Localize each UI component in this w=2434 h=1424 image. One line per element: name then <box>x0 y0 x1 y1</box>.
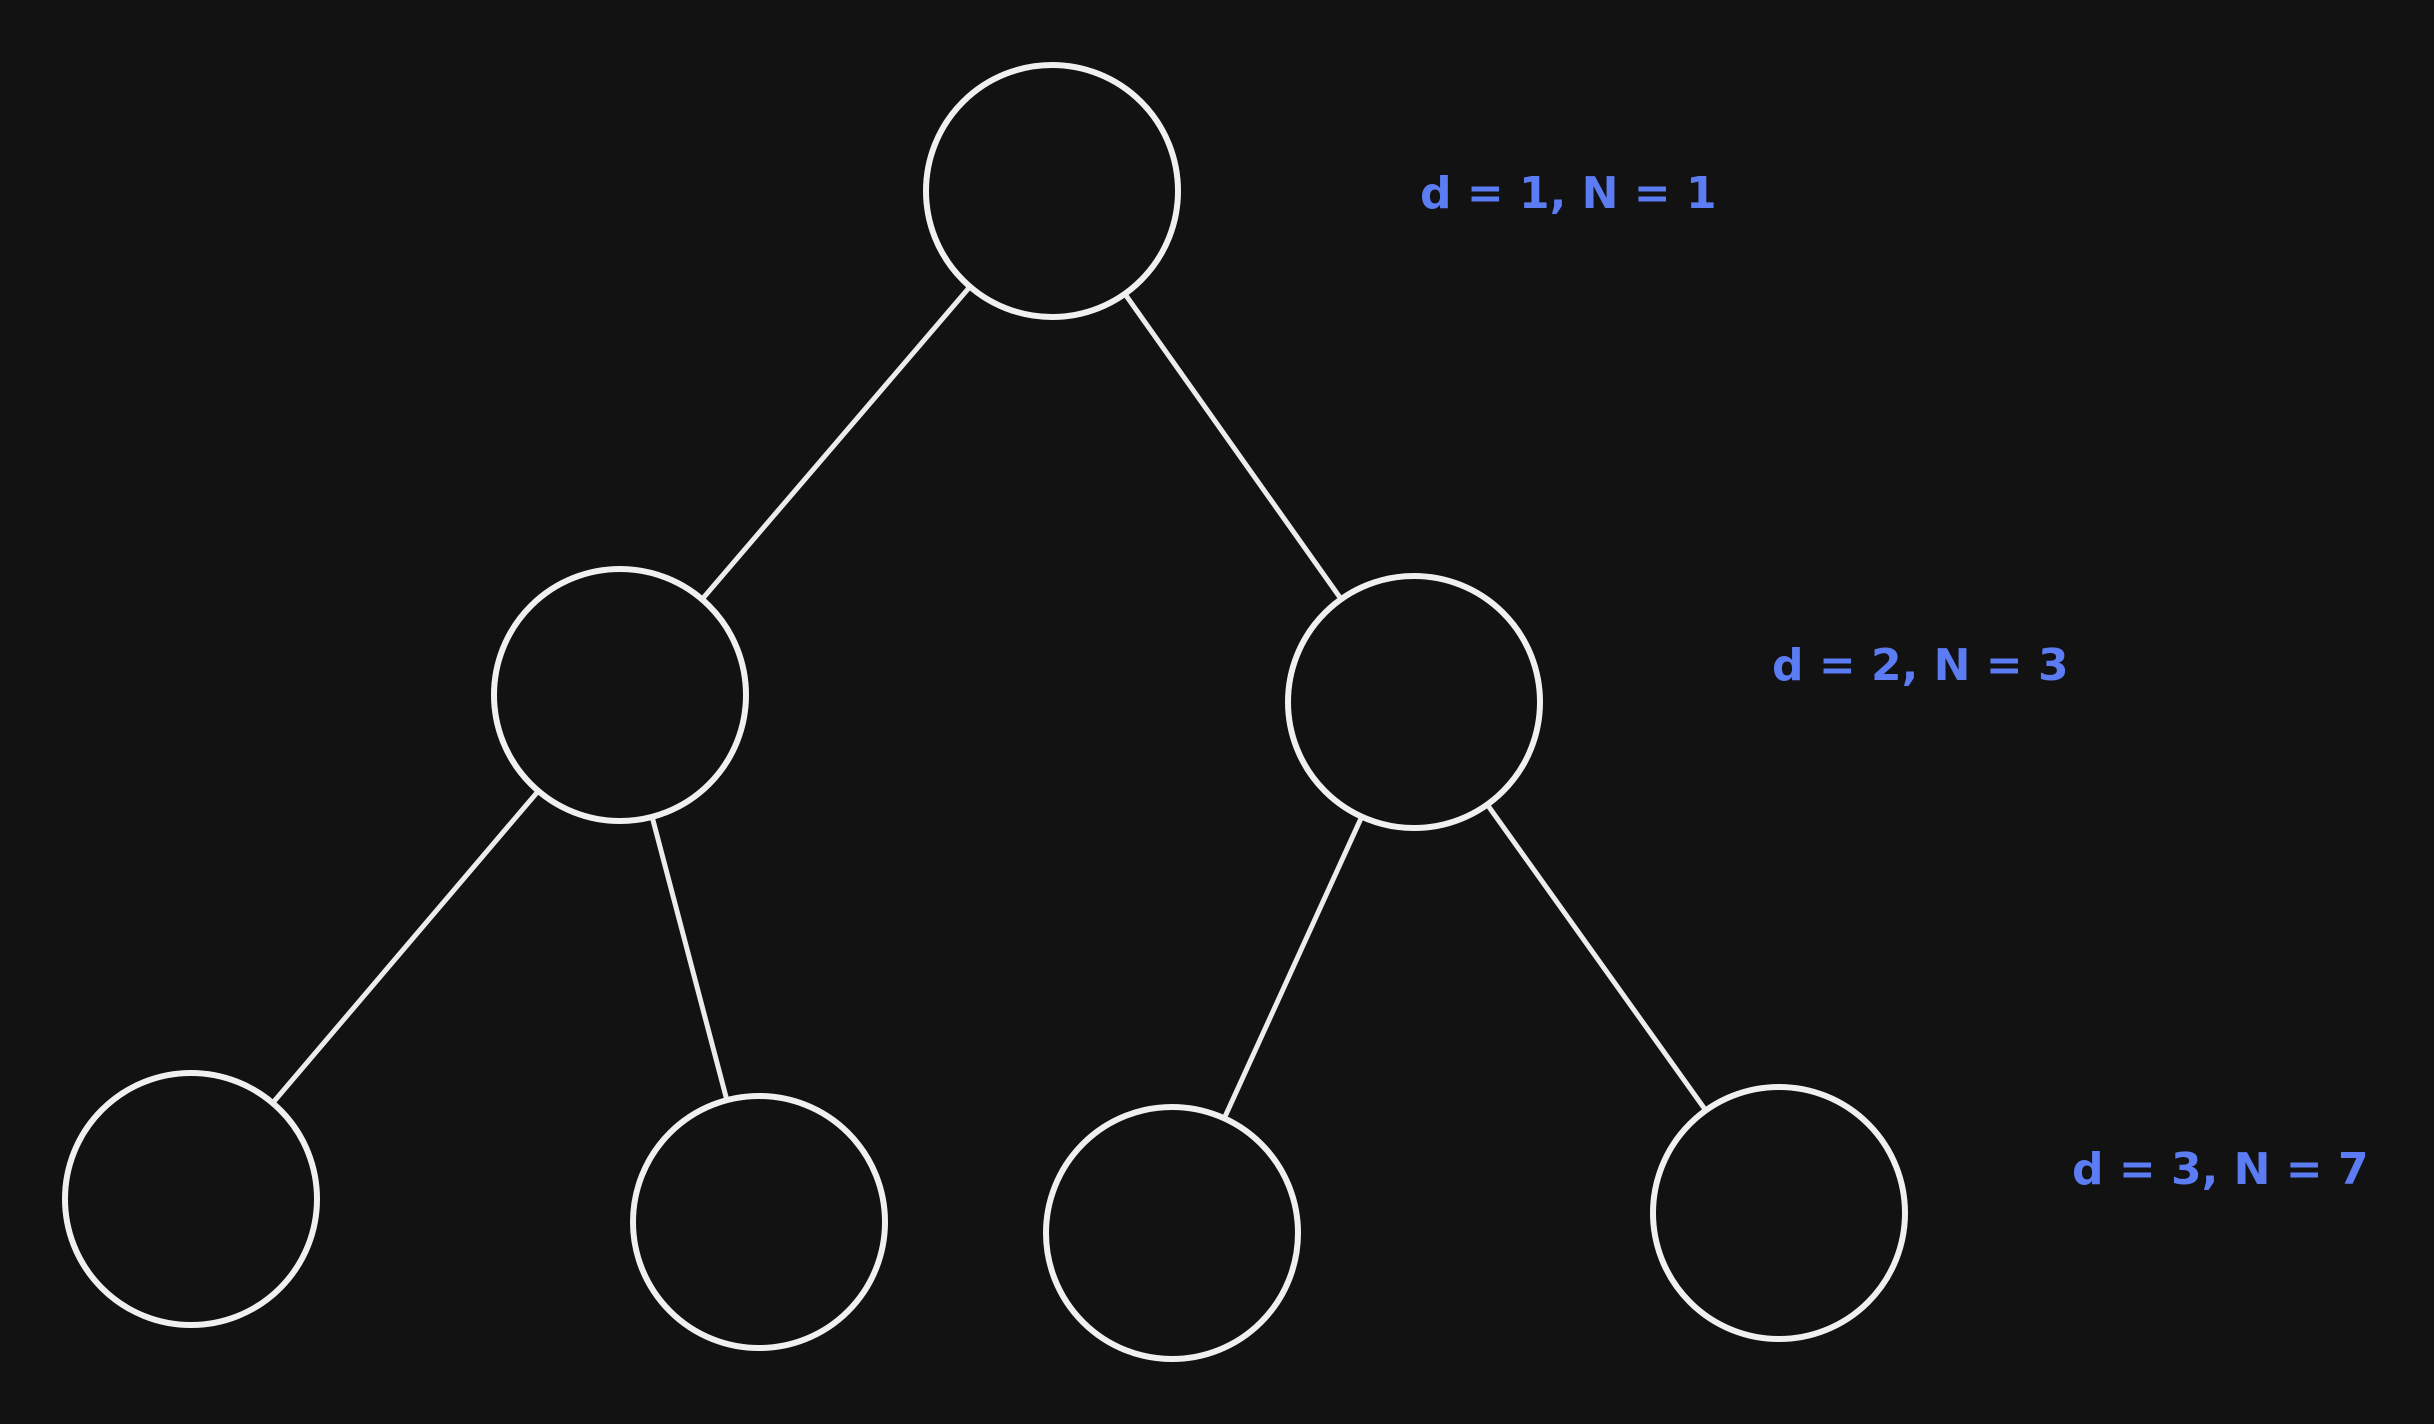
tree-node-l2-c <box>1043 1104 1301 1362</box>
tree-node-l1-left <box>491 566 749 824</box>
tree-nodes <box>62 62 1908 1362</box>
tree-node-l2-d <box>1650 1084 1908 1342</box>
tree-node-l1-right <box>1285 573 1543 831</box>
level-label-depth-1: d = 1, N = 1 <box>1420 168 1717 219</box>
edge-l1-right-to-l2-c <box>1221 814 1365 1121</box>
level-label-depth-3: d = 3, N = 7 <box>2072 1144 2369 1195</box>
edge-l1-left-to-l2-a <box>270 788 541 1106</box>
edge-l1-right-to-l2-d <box>1484 802 1709 1113</box>
tree-edges <box>270 284 1709 1121</box>
tree-node-l2-a <box>62 1070 320 1328</box>
edge-l1-left-to-l2-b <box>649 814 730 1103</box>
edge-root-to-l1-left <box>699 284 973 602</box>
tree-node-l2-b <box>630 1093 888 1351</box>
level-label-depth-2: d = 2, N = 3 <box>1772 640 2069 691</box>
level-labels: d = 1, N = 1 d = 2, N = 3 d = 3, N = 7 <box>1420 168 2369 1195</box>
tree-node-root <box>923 62 1181 320</box>
edge-root-to-l1-right <box>1122 291 1344 602</box>
